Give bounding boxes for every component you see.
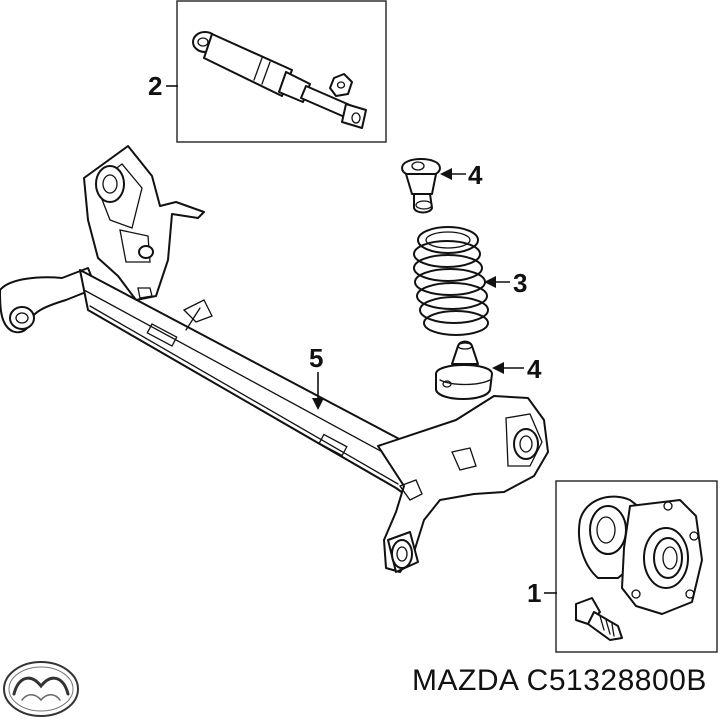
callout-1-label: 1	[527, 578, 541, 608]
callout-3-label: 3	[513, 268, 527, 298]
wheel-hub-icon	[575, 495, 703, 641]
mazda-logo-icon	[3, 661, 79, 717]
callout-4-top: 4	[440, 160, 483, 190]
wheel-hub-box	[555, 480, 718, 653]
bump-stop-icon	[401, 158, 441, 214]
spring-insulator-icon	[435, 340, 493, 400]
callout-1: 1	[527, 578, 557, 608]
part-number-label: MAZDA C51328800B	[412, 664, 707, 697]
shock-absorber-icon	[192, 31, 367, 129]
callout-4-bottom-label: 4	[527, 354, 542, 384]
coil-spring-icon	[413, 226, 489, 336]
callout-4-bottom: 4	[492, 354, 542, 384]
callout-2-label: 2	[148, 71, 162, 101]
callout-5: 5	[309, 343, 324, 410]
callout-3: 3	[484, 268, 527, 298]
callout-2: 2	[148, 71, 178, 101]
callout-4-top-label: 4	[468, 160, 483, 190]
axle-beam-icon	[0, 145, 549, 573]
callout-5-label: 5	[309, 343, 323, 373]
shock-absorber-box	[176, 0, 387, 143]
